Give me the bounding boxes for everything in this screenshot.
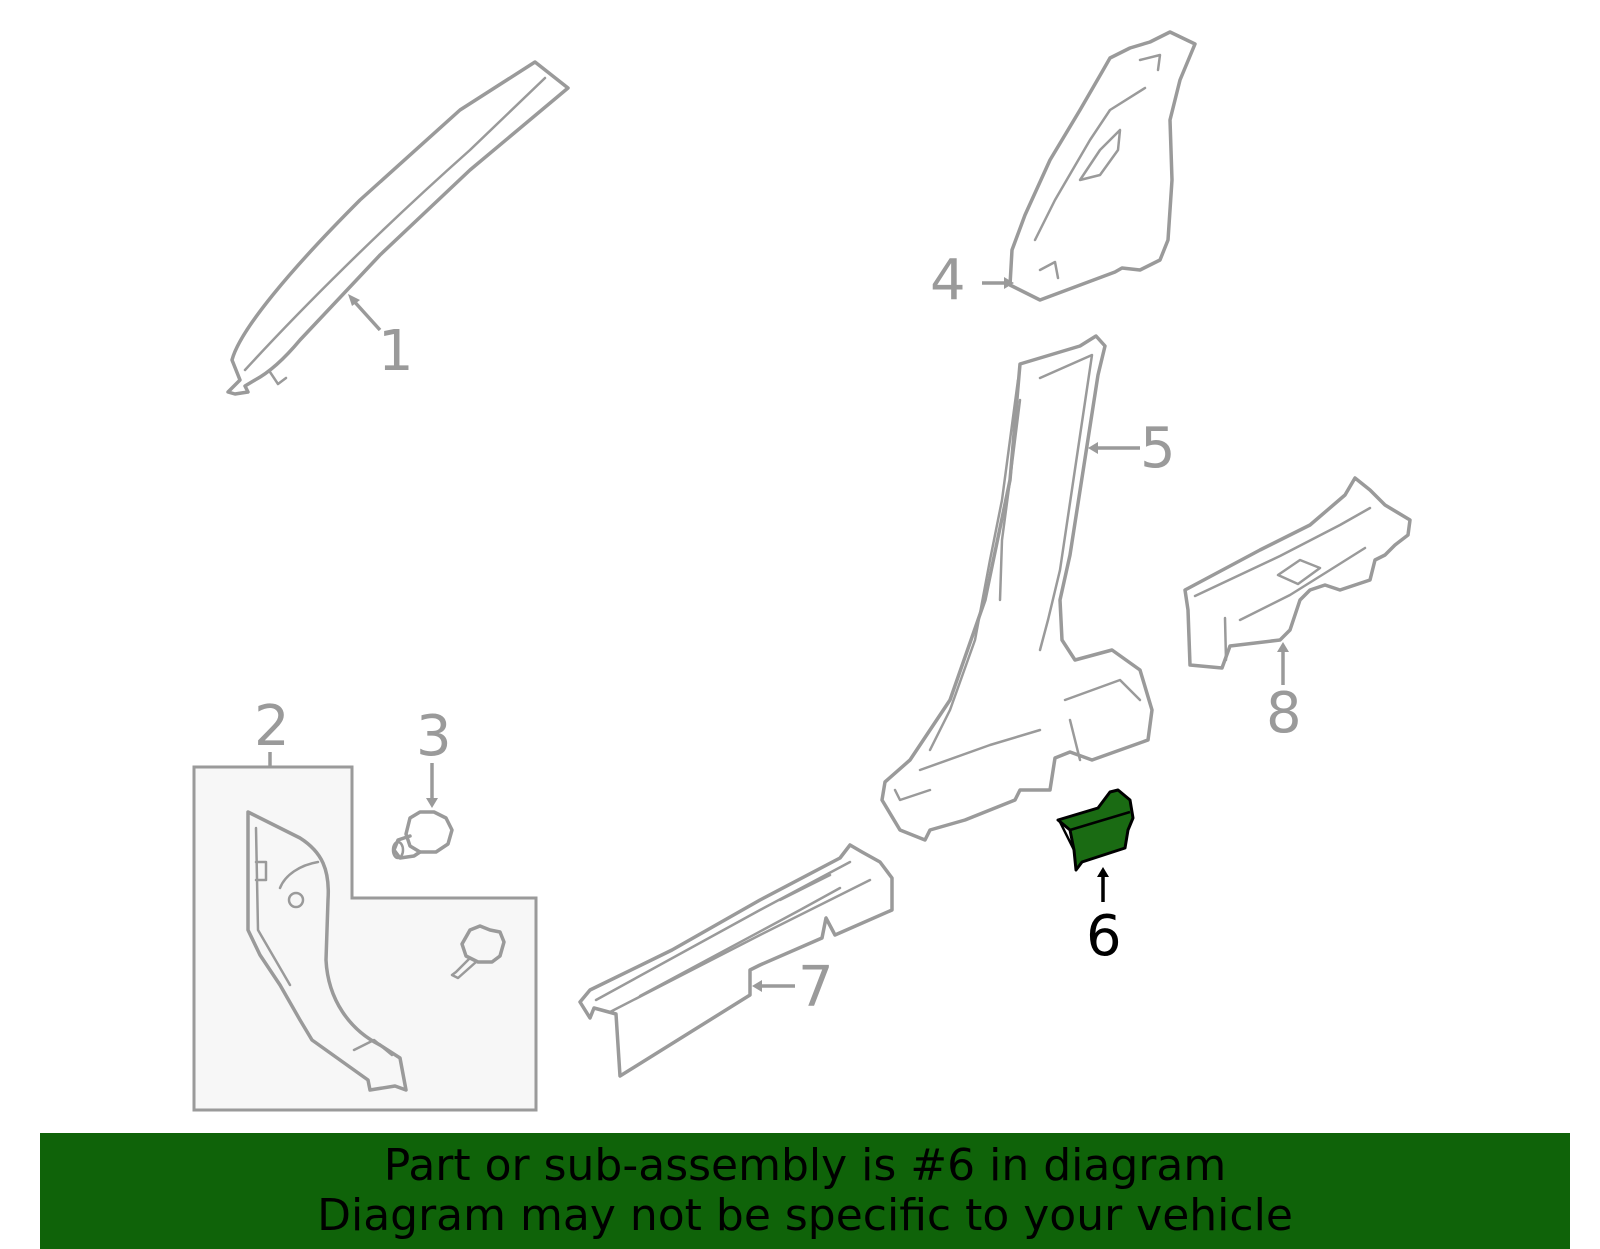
part-3-clip <box>391 810 454 860</box>
part-6-highlighted-bracket <box>1056 788 1135 872</box>
banner-line-2: Diagram may not be specific to your vehi… <box>317 1190 1293 1241</box>
part-5-lower-b-pillar-trim <box>880 334 1154 842</box>
banner-line-1: Part or sub-assembly is #6 in diagram <box>383 1140 1227 1191</box>
part-4-upper-b-pillar-trim <box>1008 30 1197 302</box>
callout-3: 3 <box>416 704 452 769</box>
part-8-rear-scuff-plate <box>1183 476 1412 670</box>
callout-4: 4 <box>930 248 966 313</box>
callout-1: 1 <box>378 319 414 384</box>
callout-5: 5 <box>1140 416 1176 481</box>
part-1-a-pillar-trim <box>226 60 570 396</box>
callout-8: 8 <box>1266 681 1302 746</box>
callout-6: 6 <box>1086 904 1122 969</box>
callout-7: 7 <box>798 955 834 1020</box>
info-banner: Part or sub-assembly is #6 in diagram Di… <box>40 1133 1570 1249</box>
callout-2: 2 <box>254 694 290 759</box>
part-2-inset-box <box>192 765 538 1112</box>
part-7-front-scuff-plate <box>578 843 894 1078</box>
